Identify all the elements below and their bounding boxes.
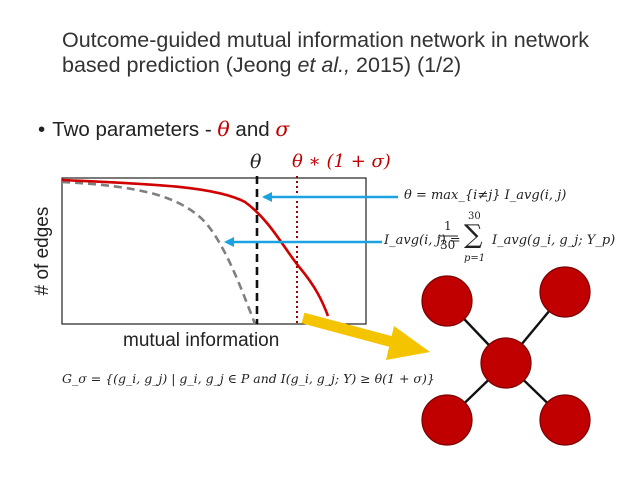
big-arrow-shaft <box>301 312 402 350</box>
theta-label: θ <box>250 151 262 173</box>
iavg-lhs: I_avg(i, j) = <box>384 233 461 248</box>
sum-icon: ∑ <box>464 220 483 250</box>
title-part2: 2015) (1/2) <box>350 53 462 77</box>
bullet-theta: θ <box>217 117 230 141</box>
y-axis-label: # of edges <box>32 206 53 296</box>
title-part1: Outcome-guided mutual information networ… <box>62 28 590 77</box>
bullet-text: Two parameters - <box>52 118 218 141</box>
x-axis-label: mutual information <box>123 330 280 351</box>
plot-frame <box>61 177 367 325</box>
network-node <box>421 275 473 327</box>
big-arrow-head <box>386 326 430 360</box>
theta-definition: θ = max_{i≠j} I_avg(i, j) <box>404 188 567 203</box>
network-node <box>421 394 473 446</box>
title-etal: et al., <box>297 53 351 77</box>
theta-sigma-label: θ ∗ (1 + σ) <box>292 151 391 172</box>
g-sigma-definition: G_σ = {(g_i, g_j) | g_i, g_j ∈ P and I(g… <box>62 371 435 386</box>
fraction-denominator: 30 <box>440 238 456 252</box>
gray-curve <box>61 180 257 325</box>
bullet-sigma: σ <box>275 117 290 141</box>
red-curve <box>61 178 330 317</box>
network-graph <box>421 266 591 446</box>
fraction-numerator: 1 <box>444 219 452 233</box>
network-node <box>539 394 591 446</box>
sum-body: I_avg(g_i, g_j; Y_p) <box>492 233 616 248</box>
network-node <box>539 266 591 318</box>
bullet-parameters: • Two parameters - θ and σ <box>38 117 289 142</box>
sum-upper: 30 <box>468 211 481 222</box>
sum-lower: p=1 <box>464 253 486 264</box>
bullet-dot: • <box>38 118 46 141</box>
network-node-center <box>480 337 532 389</box>
slide-title: Outcome-guided mutual information networ… <box>62 28 622 78</box>
bullet-and: and <box>229 118 276 141</box>
